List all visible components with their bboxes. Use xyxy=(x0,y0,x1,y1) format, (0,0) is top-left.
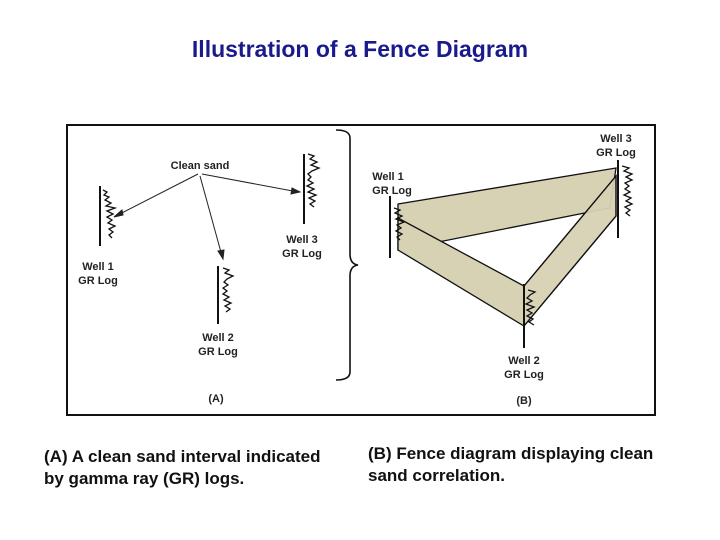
well1-gr-label-a: GR Log xyxy=(78,275,118,287)
fence-diagram-svg: Clean sand Well 1 GR Log Well 3 GR Log W… xyxy=(78,129,636,407)
well3-gr-label-b: GR Log xyxy=(596,147,636,159)
well2-label-a: Well 2 xyxy=(202,332,234,344)
well1-log-a xyxy=(99,186,118,246)
panel-bracket xyxy=(335,129,359,381)
fence-diagram-figure: Clean sand Well 1 GR Log Well 3 GR Log W… xyxy=(66,124,656,416)
panel-a-label: (A) xyxy=(208,393,224,405)
well3-log-b xyxy=(617,160,634,238)
caption-b: (B) Fence diagram displaying clean sand … xyxy=(368,444,654,485)
well2-log-a xyxy=(217,266,235,324)
panel-b-label: (B) xyxy=(516,395,532,407)
well3-label-a: Well 3 xyxy=(286,234,318,246)
panel-a: Clean sand Well 1 GR Log Well 3 GR Log W… xyxy=(78,153,322,405)
well2-label-b: Well 2 xyxy=(508,355,540,367)
well1-log-b xyxy=(389,196,406,258)
well2-gr-label-a: GR Log xyxy=(198,346,238,358)
well2-gr-label-b: GR Log xyxy=(504,369,544,381)
well3-gr-label-a: GR Log xyxy=(282,248,322,260)
slide-title: Illustration of a Fence Diagram xyxy=(191,36,529,62)
well1-label-a: Well 1 xyxy=(82,261,114,273)
fence-panels xyxy=(397,167,617,328)
well3-label-b: Well 3 xyxy=(600,133,632,145)
well1-gr-label-b: GR Log xyxy=(372,185,412,197)
well2-log-b xyxy=(523,284,537,348)
caption-a: (A) A clean sand interval indicated by g… xyxy=(44,447,321,488)
clean-sand-label: Clean sand xyxy=(171,160,230,172)
panel-b: Well 1 GR Log Well 3 GR Log Well 2 GR Lo… xyxy=(372,133,636,407)
clean-sand-arrows xyxy=(113,173,302,261)
well1-label-b: Well 1 xyxy=(372,171,404,183)
well3-log-a xyxy=(303,153,321,224)
